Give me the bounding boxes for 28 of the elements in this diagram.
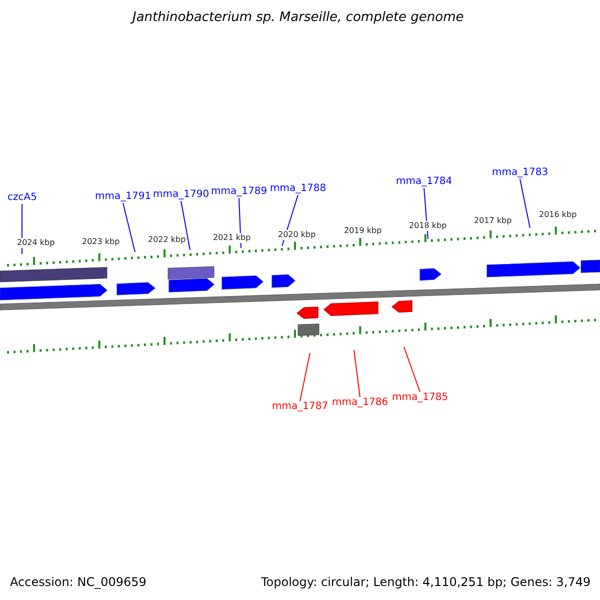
gene-label: mma_1783 <box>492 168 548 178</box>
title: Janthinobacterium sp. Marseille, complete genome <box>132 11 464 24</box>
gene-label: mma_1790 <box>153 190 210 200</box>
scale-label: 2016 kbp <box>538 210 578 220</box>
leader-line <box>354 350 360 398</box>
gene-label: mma_1788 <box>270 184 326 194</box>
accession-text: Accession: NC_009659 <box>10 576 146 588</box>
gene-label: mma_1785 <box>392 393 448 403</box>
genome-info-text: Topology: circular; Length: 4,110,251 bp; Genes: 3,749 <box>261 576 591 588</box>
leader-line <box>300 352 310 402</box>
scale-label: 2023 kbp <box>81 237 121 247</box>
scale-label: 2022 kbp <box>147 235 187 245</box>
scale-label: 2017 kbp <box>473 216 513 226</box>
gene-label: mma_1786 <box>332 398 388 408</box>
leader-line <box>520 178 530 228</box>
leader-line <box>122 202 136 252</box>
gene-label: mma_1784 <box>396 177 452 187</box>
leader-line <box>180 200 190 250</box>
gene-label: czcA5 <box>8 193 37 203</box>
scale-label: 2019 kbp <box>343 226 383 236</box>
leader-line <box>404 346 420 392</box>
scale-label: 2024 kbp <box>16 238 56 248</box>
gene-label: mma_1789 <box>211 187 268 197</box>
gene-label: mma_1791 <box>95 192 152 202</box>
scale-label: 2021 kbp <box>212 233 252 243</box>
gene-label: mma_1787 <box>272 402 328 412</box>
scale-label: 2020 kbp <box>277 230 317 240</box>
scale-label: 2018 kbp <box>408 221 448 231</box>
